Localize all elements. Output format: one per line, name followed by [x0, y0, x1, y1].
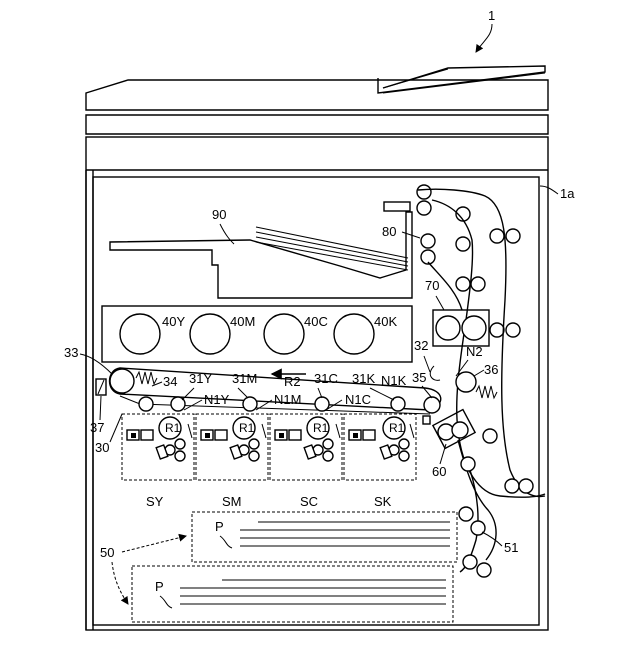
svg-text:N2: N2 — [466, 344, 483, 359]
svg-text:30: 30 — [95, 440, 109, 455]
direction-r2: R2 — [272, 374, 306, 389]
svg-text:51: 51 — [504, 540, 518, 555]
sensor-37 — [96, 379, 106, 395]
label-n1k: N1K — [381, 373, 407, 388]
svg-text:R1: R1 — [313, 421, 329, 435]
output-tray — [110, 202, 412, 298]
label-n1y: N1Y — [204, 392, 230, 407]
label-sk: SK — [374, 494, 392, 509]
label-sy: SY — [146, 494, 164, 509]
svg-text:33: 33 — [64, 345, 78, 360]
cleaning-unit — [433, 410, 533, 493]
svg-text:36: 36 — [484, 362, 498, 377]
label-51: 51 — [482, 532, 518, 555]
label-p-upper: P — [215, 519, 224, 534]
leader-31m — [238, 388, 248, 398]
scanner-unit — [86, 66, 548, 134]
svg-text:34: 34 — [163, 374, 177, 389]
label-33: 33 — [64, 345, 112, 374]
svg-text:R1: R1 — [239, 421, 255, 435]
label-n1m: N1M — [274, 392, 301, 407]
secondary-unit — [433, 310, 489, 346]
cassette-upper — [192, 507, 485, 562]
svg-text:37: 37 — [90, 420, 104, 435]
housing-label-1a: 1a — [540, 186, 575, 201]
label-40y: 40Y — [162, 314, 185, 329]
label-40k: 40K — [374, 314, 397, 329]
svg-text:60: 60 — [432, 464, 446, 479]
station-k: R1 — [344, 414, 416, 480]
label-40c: 40C — [304, 314, 328, 329]
station-m: R1 — [196, 414, 268, 480]
label-31c: 31C — [314, 371, 338, 386]
svg-text:35: 35 — [412, 370, 426, 385]
leader-31c — [318, 388, 322, 398]
label-sc: SC — [300, 494, 318, 509]
label-35: 35 — [412, 370, 432, 398]
label-37: 37 — [90, 396, 104, 435]
device-label-1: 1 — [476, 8, 495, 52]
cassette-lower — [132, 555, 491, 622]
label-p-lower: P — [155, 579, 164, 594]
label-40m: 40M — [230, 314, 255, 329]
svg-text:32: 32 — [414, 338, 428, 353]
svg-text:70: 70 — [425, 278, 439, 293]
label-80: 80 — [382, 224, 420, 239]
svg-text:80: 80 — [382, 224, 396, 239]
station-c: R1 — [270, 414, 342, 480]
svg-text:R1: R1 — [389, 421, 405, 435]
svg-text:1: 1 — [488, 8, 495, 23]
svg-text:1a: 1a — [560, 186, 575, 201]
label-31k: 31K — [352, 371, 375, 386]
label-sm: SM — [222, 494, 242, 509]
label-n1c: N1C — [345, 392, 371, 407]
label-60: 60 — [432, 444, 446, 479]
label-70: 70 — [425, 278, 444, 310]
toner-cartridge-bank — [102, 306, 412, 362]
label-50: 50 — [100, 536, 186, 604]
label-34: 34 — [152, 374, 177, 389]
svg-text:50: 50 — [100, 545, 114, 560]
label-36: 36 — [474, 362, 498, 377]
label-90: 90 — [212, 207, 234, 244]
svg-text:R2: R2 — [284, 374, 301, 389]
svg-text:90: 90 — [212, 207, 226, 222]
label-31m: 31M — [232, 371, 257, 386]
leader-n1y — [184, 400, 202, 410]
label-31y: 31Y — [189, 371, 212, 386]
station-y: R1 — [122, 414, 194, 480]
leader-31k — [370, 388, 394, 400]
svg-text:R1: R1 — [165, 421, 181, 435]
registration-sensor — [423, 416, 430, 424]
